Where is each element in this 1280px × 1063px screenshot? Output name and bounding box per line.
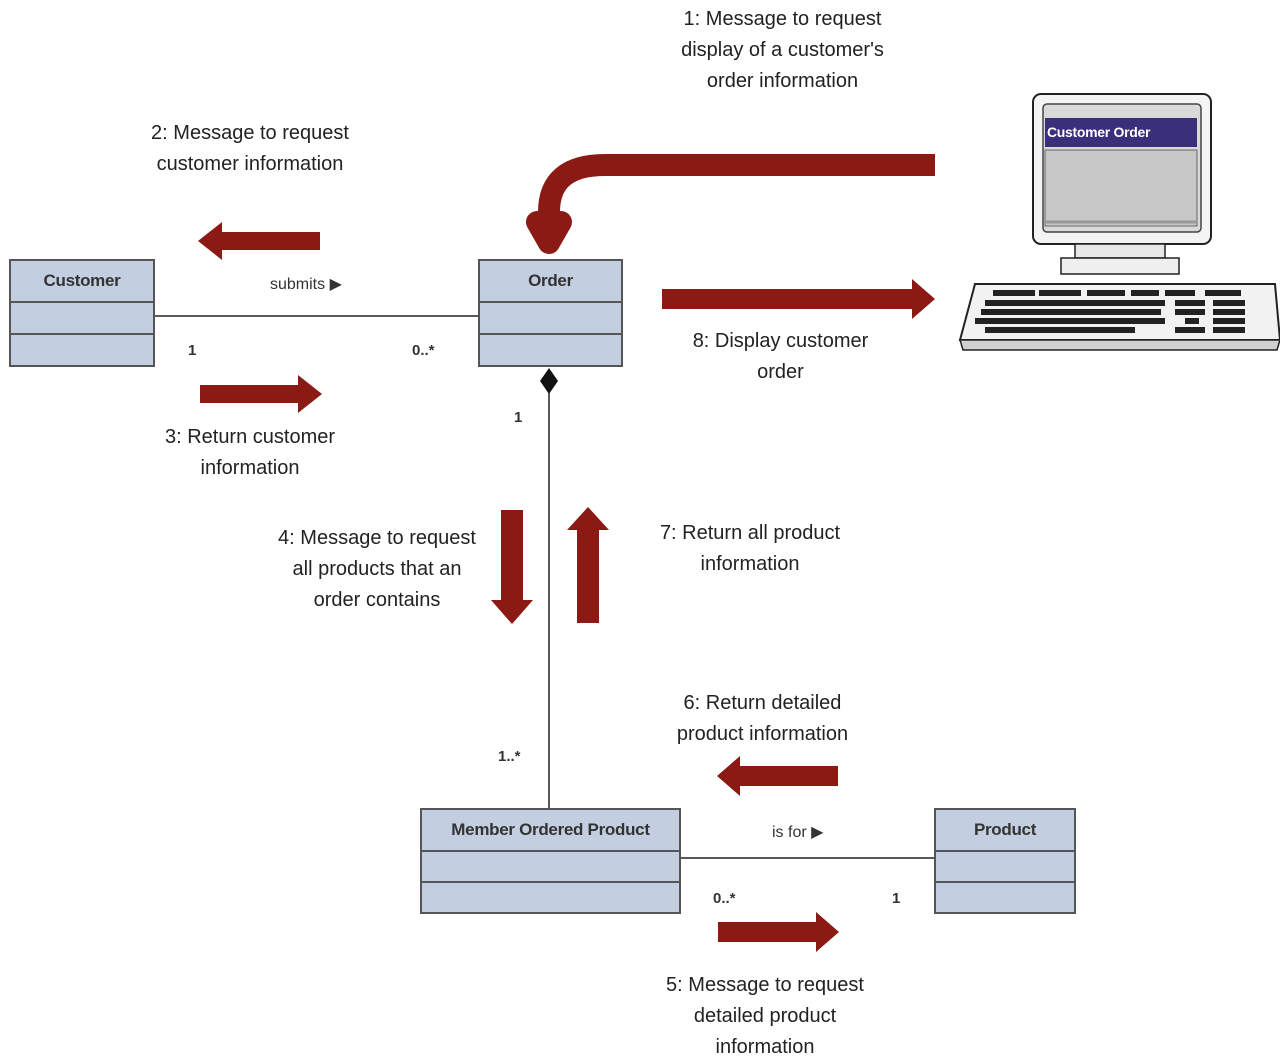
class-member-ordered-product[interactable]: Member Ordered Product: [420, 808, 681, 914]
class-order-name: Order: [528, 271, 573, 290]
class-order-attributes: [480, 301, 621, 333]
class-product-attributes: [936, 850, 1074, 881]
message-7-label: 7: Return all product information: [659, 522, 841, 575]
class-order-operations: [480, 333, 621, 365]
multiplicity-customer: 1: [188, 342, 197, 359]
screen-window-title: Customer Order: [1047, 124, 1151, 140]
class-member-ordered-product-name: Member Ordered Product: [451, 820, 650, 839]
multiplicity-product: 1: [892, 890, 901, 907]
message-3-label: 3: Return customer information: [164, 426, 336, 479]
message-8-label: 8: Display customer order: [692, 330, 869, 383]
multiplicity-order-contains: 1: [514, 409, 523, 426]
composition-diamond: [540, 368, 558, 394]
arrow-message-2: [198, 222, 320, 260]
arrow-message-5: [718, 912, 839, 952]
arrow-message-3: [200, 375, 322, 413]
association-is-for-label: is for ▶: [772, 824, 824, 841]
association-submits-label: submits ▶: [270, 276, 342, 293]
arrow-message-8: [662, 279, 935, 319]
message-4-label: 4: Message to request all products that …: [278, 527, 476, 611]
class-product[interactable]: Product: [934, 808, 1076, 914]
class-customer[interactable]: Customer: [9, 259, 155, 367]
class-member-ordered-product-operations: [422, 881, 679, 912]
computer-icon: [958, 93, 1280, 351]
message-6-label: 6: Return detailed product information: [676, 692, 849, 745]
arrow-message-7: [567, 507, 609, 623]
class-member-ordered-product-attributes: [422, 850, 679, 881]
arrow-message-6: [717, 756, 838, 796]
arrow-message-4: [491, 510, 533, 624]
class-customer-operations: [11, 333, 153, 365]
message-5-label: 5: Message to request detailed product i…: [666, 974, 864, 1058]
multiplicity-order-submits: 0..*: [412, 342, 435, 359]
message-2-label: 2: Message to request customer informati…: [151, 122, 349, 175]
class-customer-attributes: [11, 301, 153, 333]
message-1-label: 1: Message to request display of a custo…: [681, 8, 884, 92]
multiplicity-member-contains: 1..*: [498, 748, 521, 765]
class-product-operations: [936, 881, 1074, 912]
class-product-name: Product: [973, 820, 1037, 839]
arrow-message-1: [526, 154, 935, 254]
class-order[interactable]: Order: [478, 259, 623, 367]
class-customer-name: Customer: [43, 271, 121, 290]
arrow-message-1-head: [533, 218, 565, 244]
multiplicity-member-is-for: 0..*: [713, 890, 736, 907]
computer-illustration: Customer Order: [955, 88, 1280, 358]
